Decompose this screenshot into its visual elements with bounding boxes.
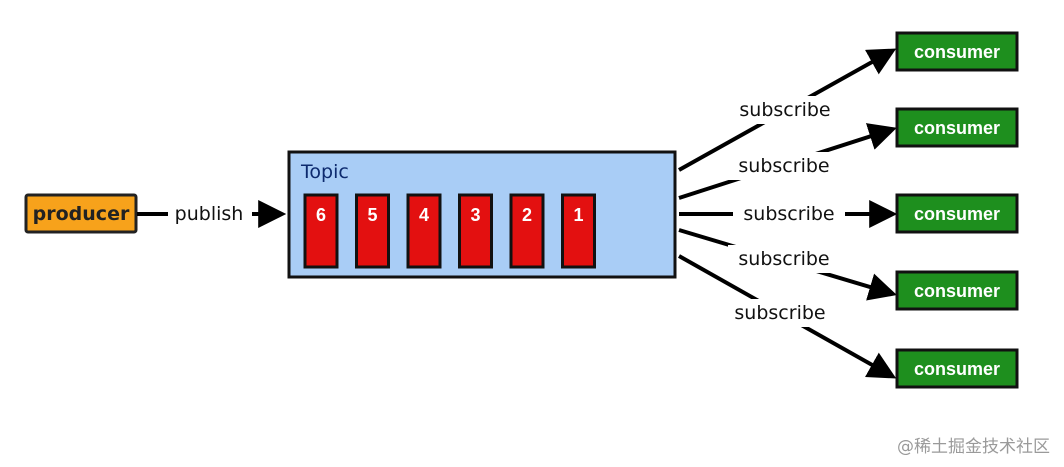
subscribe-label: subscribe bbox=[738, 155, 829, 177]
subscribe-edge: subscribe bbox=[678, 254, 897, 379]
consumer-box bbox=[895, 193, 1019, 234]
consumer-label: consumer bbox=[914, 42, 1000, 62]
partition: 3 bbox=[458, 193, 493, 269]
consumer-box bbox=[895, 31, 1019, 72]
subscribe-edges: subscribe subscribe subscribe subscribe subs… bbox=[678, 48, 898, 379]
publish-label: publish bbox=[175, 203, 244, 225]
consumer-node: consumer bbox=[895, 31, 1019, 72]
watermark: @稀土掘金技术社区 bbox=[897, 437, 1050, 457]
subscribe-edge: subscribe bbox=[679, 200, 898, 228]
consumer-node: consumer bbox=[895, 193, 1019, 234]
consumer-node: consumer bbox=[895, 270, 1019, 311]
partition-number: 4 bbox=[419, 205, 429, 225]
subscribe-label-bg bbox=[728, 245, 840, 273]
topic-node: Topic 6 5 4 3 2 1 bbox=[287, 150, 677, 279]
partition: 2 bbox=[509, 193, 545, 269]
partition-number: 1 bbox=[573, 205, 583, 225]
partition-box bbox=[458, 193, 493, 269]
consumer-label: consumer bbox=[914, 118, 1000, 138]
consumer-group: consumer consumer consumer consumer consumer bbox=[895, 31, 1019, 389]
subscribe-edge: subscribe bbox=[678, 48, 897, 172]
subscribe-label-bg bbox=[728, 152, 840, 180]
subscribe-edge: subscribe bbox=[678, 123, 897, 200]
consumer-node: consumer bbox=[895, 107, 1019, 148]
subscribe-label-bg bbox=[729, 96, 841, 124]
consumer-label: consumer bbox=[914, 204, 1000, 224]
subscribe-label: subscribe bbox=[739, 99, 830, 121]
consumer-box bbox=[895, 348, 1019, 389]
partition: 1 bbox=[561, 193, 596, 269]
partition-box bbox=[509, 193, 545, 269]
publish-edge: publish bbox=[137, 200, 287, 228]
partition-number: 3 bbox=[470, 205, 480, 225]
subscribe-label-bg bbox=[724, 299, 836, 327]
partition-number: 2 bbox=[522, 205, 532, 225]
consumer-box bbox=[895, 270, 1019, 311]
topic-label: Topic bbox=[300, 161, 349, 183]
partition-box bbox=[406, 193, 442, 269]
partition-number: 5 bbox=[367, 205, 377, 225]
partition: 4 bbox=[406, 193, 442, 269]
partition-box bbox=[355, 193, 390, 269]
consumer-node: consumer bbox=[895, 348, 1019, 389]
producer-label: producer bbox=[33, 203, 130, 225]
producer-box bbox=[24, 193, 138, 234]
consumer-label: consumer bbox=[914, 281, 1000, 301]
subscribe-edge: subscribe bbox=[678, 228, 897, 301]
consumer-box bbox=[895, 107, 1019, 148]
subscribe-label: subscribe bbox=[734, 302, 825, 324]
partition-box bbox=[303, 193, 339, 269]
subscribe-label: subscribe bbox=[743, 203, 834, 225]
subscribe-label: subscribe bbox=[738, 248, 829, 270]
producer-node: producer bbox=[24, 193, 138, 234]
partition-number: 6 bbox=[316, 205, 326, 225]
partition-group: 6 5 4 3 2 1 bbox=[303, 193, 596, 269]
partition: 5 bbox=[355, 193, 390, 269]
partition: 6 bbox=[303, 193, 339, 269]
subscribe-label-bg bbox=[733, 200, 845, 228]
consumer-label: consumer bbox=[914, 359, 1000, 379]
partition-box bbox=[561, 193, 596, 269]
